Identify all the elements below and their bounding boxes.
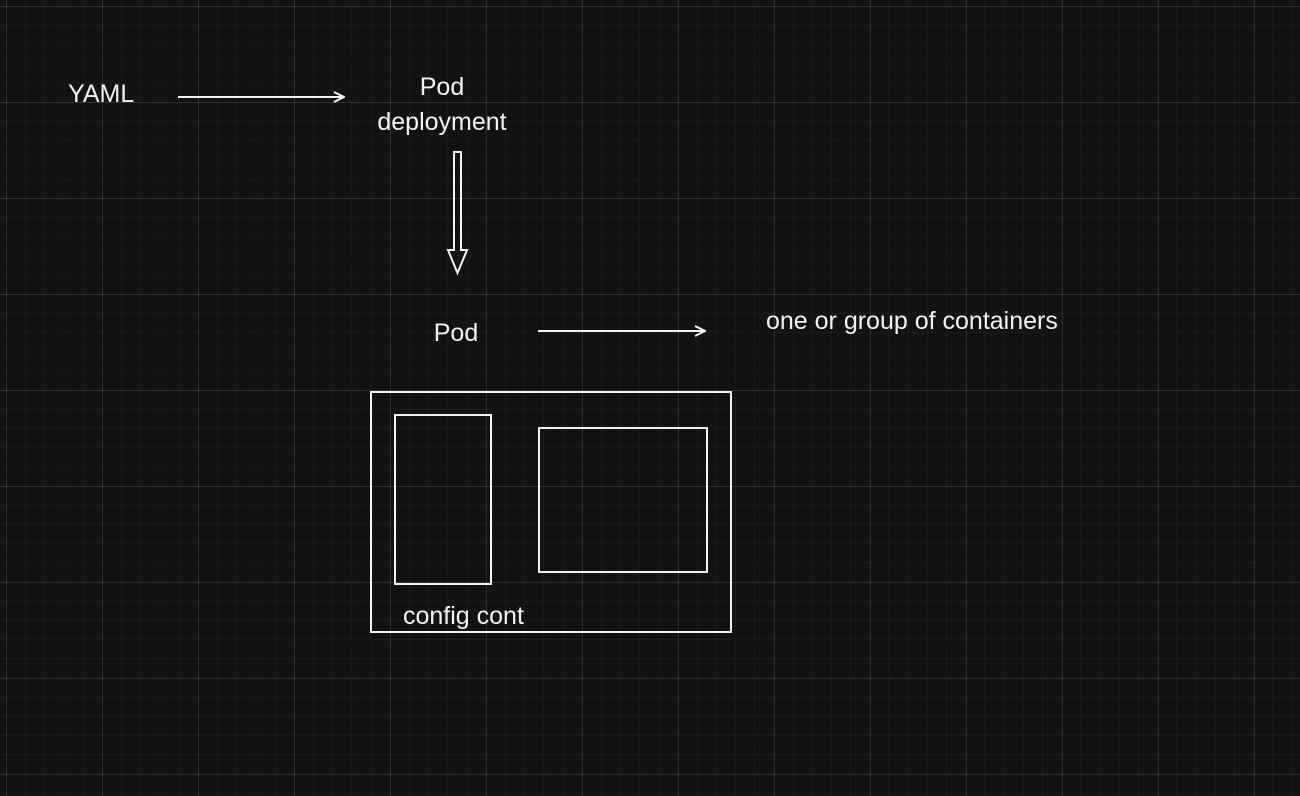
config-cont-label: config cont <box>403 602 524 630</box>
pod-deployment-label-line1: Pod <box>420 73 464 101</box>
pod-box <box>370 391 732 633</box>
containers-note-label: one or group of containers <box>766 307 1058 335</box>
deployment-to-pod-arrow <box>446 151 469 276</box>
pod-deployment-label-line2: deployment <box>377 108 506 136</box>
pod-label: Pod <box>434 319 478 347</box>
app-container-box <box>538 427 708 573</box>
config-container-box <box>394 414 492 585</box>
yaml-label: YAML <box>68 80 134 108</box>
